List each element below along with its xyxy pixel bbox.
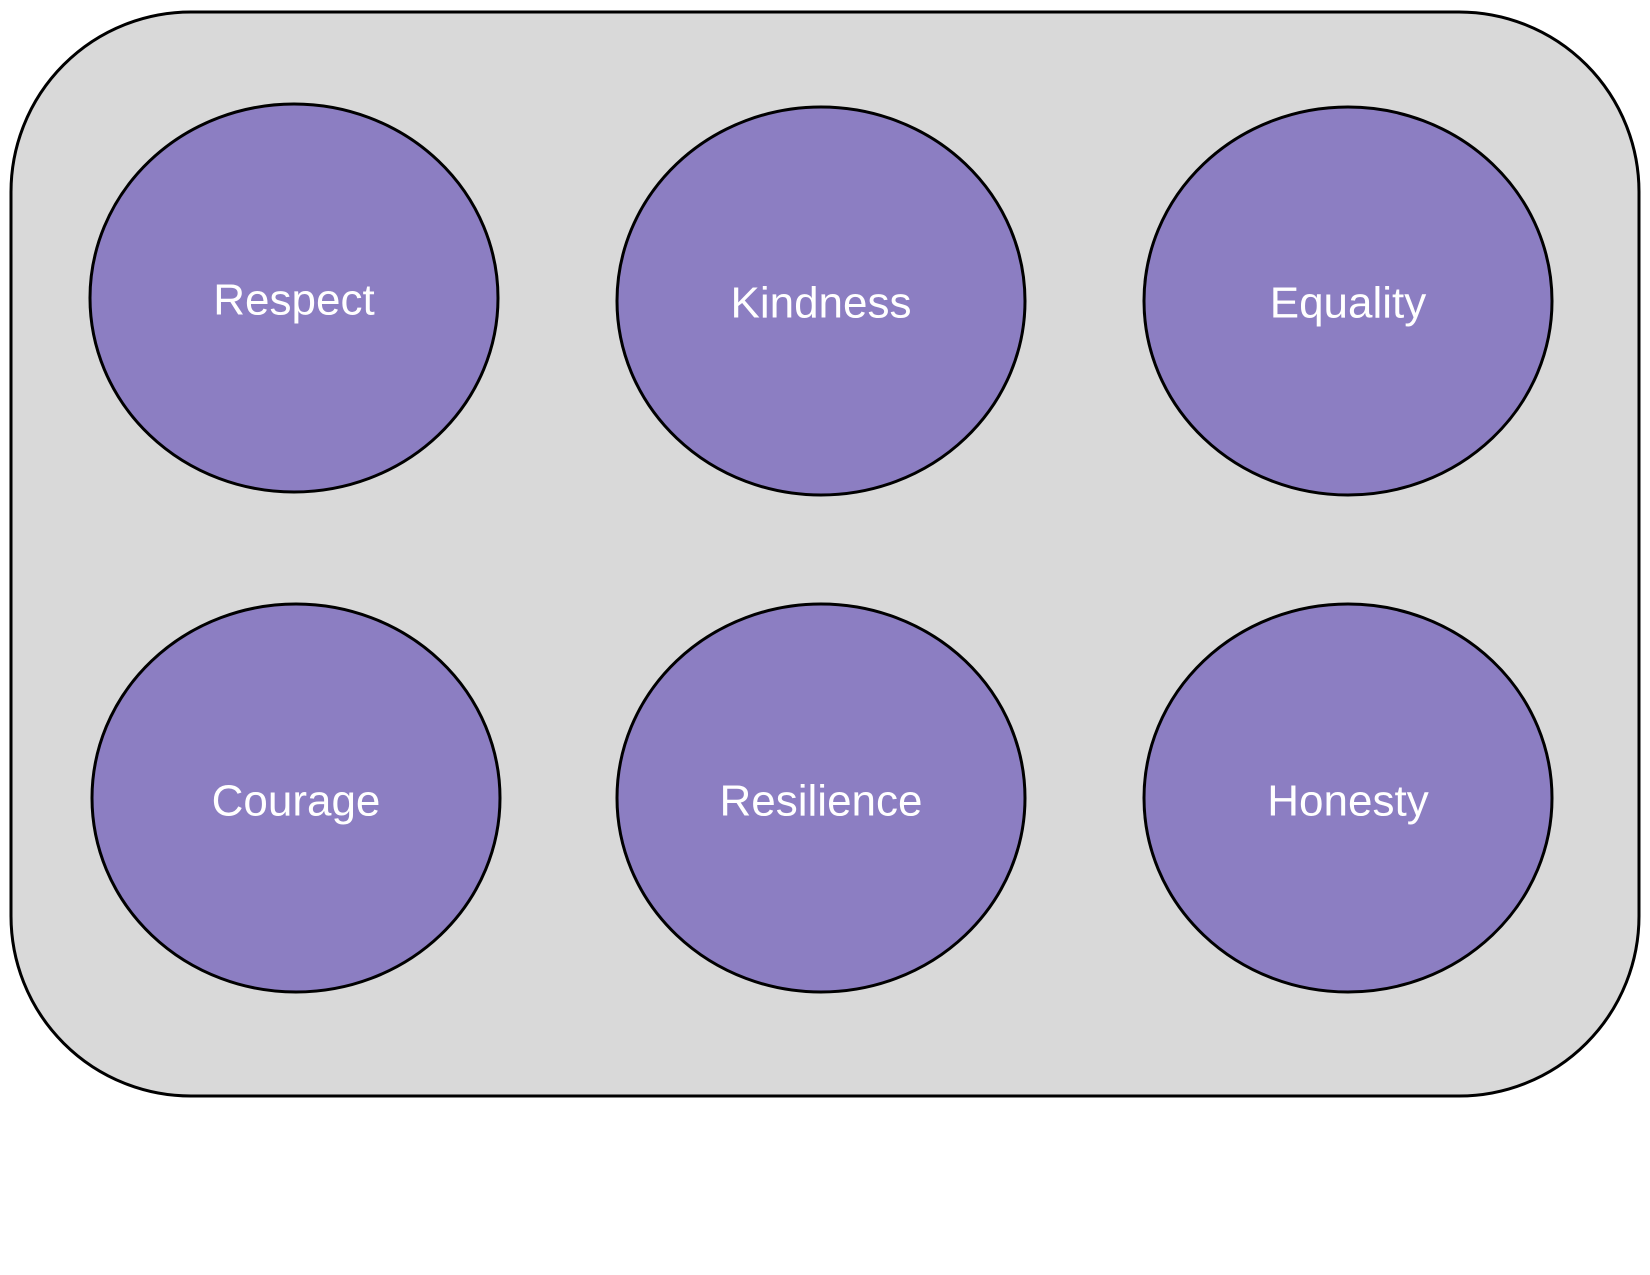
value-node-honesty[interactable]: Honesty [1142, 602, 1554, 994]
value-node-kindness[interactable]: Kindness [615, 105, 1027, 497]
value-node-equality[interactable]: Equality [1142, 105, 1554, 497]
value-label-kindness: Kindness [730, 279, 911, 328]
value-circle-kindness[interactable] [615, 105, 1027, 497]
value-node-resilience[interactable]: Resilience [615, 602, 1027, 994]
value-circle-courage[interactable] [90, 602, 502, 994]
value-circle-resilience[interactable] [615, 602, 1027, 994]
value-label-honesty: Honesty [1267, 777, 1428, 826]
value-node-courage[interactable]: Courage [90, 602, 502, 994]
value-label-equality: Equality [1270, 279, 1427, 328]
value-label-resilience: Resilience [720, 777, 923, 826]
value-circle-equality[interactable] [1142, 105, 1554, 497]
value-circle-honesty[interactable] [1142, 602, 1554, 994]
value-label-respect: Respect [213, 276, 374, 325]
value-circle-respect[interactable] [88, 102, 500, 494]
value-node-respect[interactable]: Respect [88, 102, 500, 494]
value-label-courage: Courage [212, 777, 381, 826]
